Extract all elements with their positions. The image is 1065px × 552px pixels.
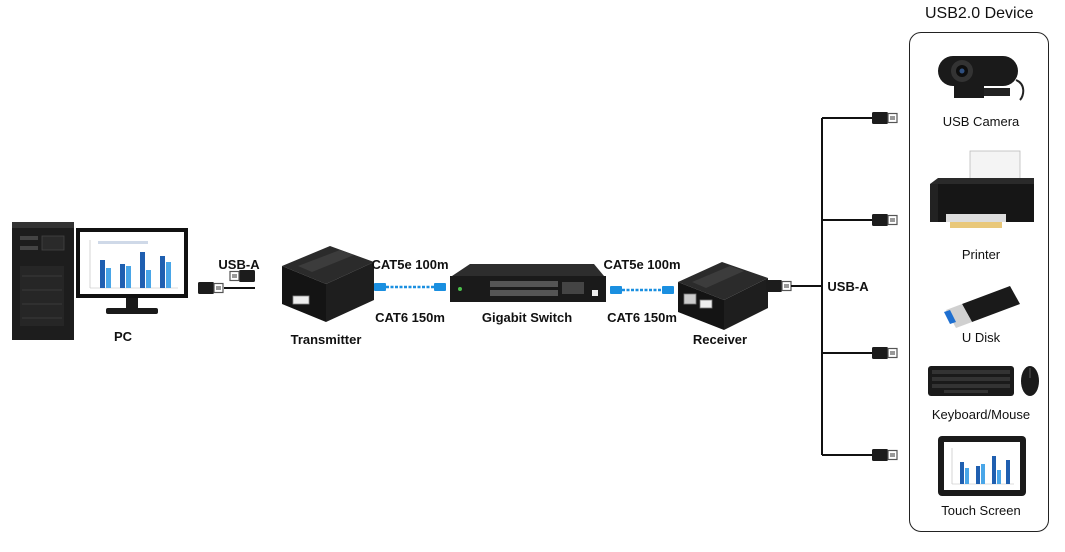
usb-camera-icon [938, 56, 1025, 101]
cable-left-bottom-label: CAT6 150m [375, 310, 445, 325]
network-cable-left [374, 283, 446, 291]
pc-label: PC [113, 329, 133, 344]
usb-plug-icon [765, 279, 792, 293]
usb-plug-icon [871, 213, 898, 227]
usb-hub-bus [821, 117, 872, 456]
device-label-printer: Printer [961, 247, 1001, 262]
device-label-touch-screen: Touch Screen [941, 503, 1021, 518]
usb-plug-icon [197, 281, 224, 295]
device-label-keyboard-mouse: Keyboard/Mouse [931, 407, 1031, 422]
usb-plug-icon [871, 448, 898, 462]
receiver-label: Receiver [692, 332, 748, 347]
device-panel [909, 32, 1049, 532]
cable-right-top-label: CAT5e 100m [603, 257, 681, 272]
printer-icon [930, 150, 1034, 228]
receiver-icon [678, 262, 768, 330]
monitor-icon [76, 228, 188, 314]
transmitter-label: Transmitter [290, 332, 362, 347]
touch-screen-icon [938, 436, 1026, 496]
transmitter-icon [282, 246, 374, 322]
usb-plug-icon [871, 346, 898, 360]
network-cable-right [610, 286, 674, 294]
gigabit-switch-icon [450, 264, 606, 302]
usb-a-label-left: USB-A [218, 257, 260, 272]
u-disk-icon [944, 286, 1020, 328]
device-label-u-disk: U Disk [961, 330, 1001, 345]
device-label-usb-camera: USB Camera [942, 114, 1020, 129]
cable-right-bottom-label: CAT6 150m [607, 310, 677, 325]
device-panel-title: USB2.0 Device [925, 5, 1034, 22]
pc-tower-icon [12, 222, 74, 340]
switch-label: Gigabit Switch [481, 310, 573, 325]
cable-left-top-label: CAT5e 100m [371, 257, 449, 272]
keyboard-mouse-icon [928, 366, 1039, 396]
usb-plug-icon [871, 111, 898, 125]
usb-a-label-right: USB-A [827, 279, 869, 294]
